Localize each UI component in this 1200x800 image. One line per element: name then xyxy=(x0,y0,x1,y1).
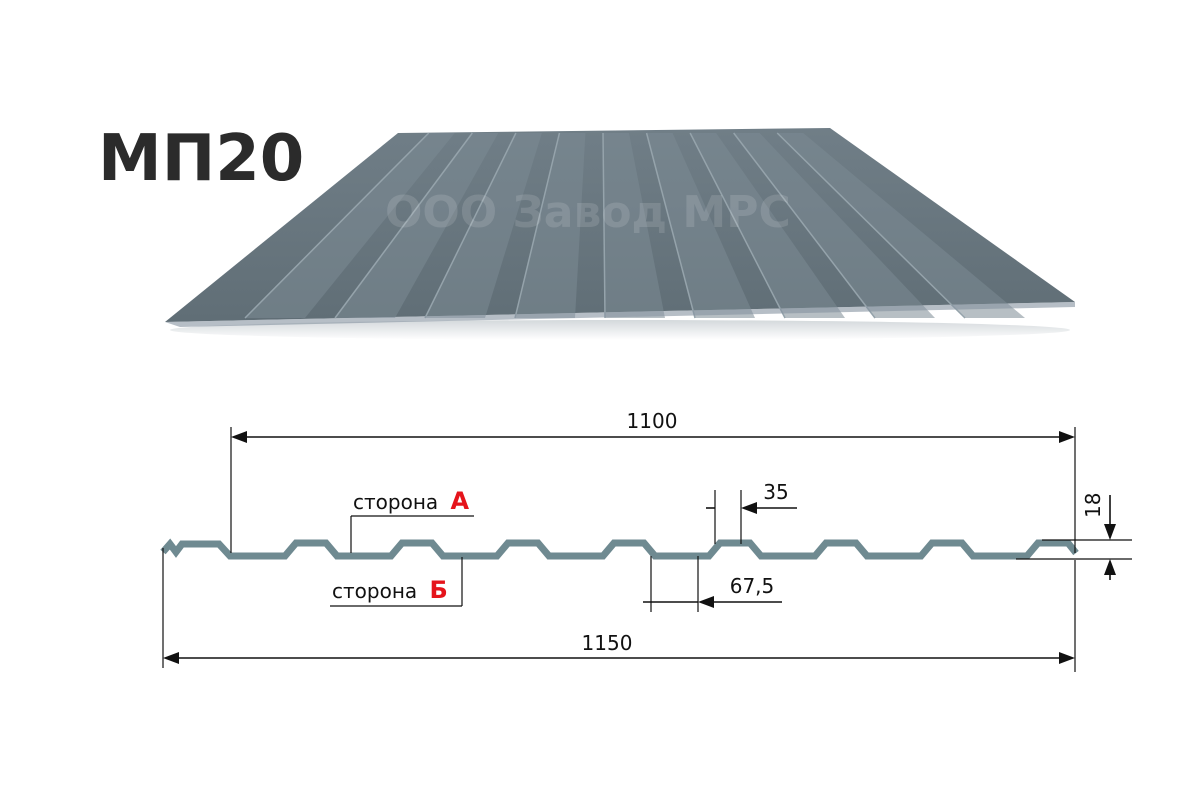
sheet-ribs xyxy=(244,132,1025,319)
sheet-rib xyxy=(690,133,845,318)
sheet-rib-highlight xyxy=(244,132,430,319)
sheet-rib xyxy=(733,133,935,318)
side-a-callout: сторона А xyxy=(350,487,474,553)
sheet-rib-highlight xyxy=(733,132,876,319)
side-b-letter: Б xyxy=(430,576,448,604)
sheet-rib-highlight xyxy=(645,132,696,319)
sheet-illustration: ООО Завод МРС xyxy=(165,128,1075,340)
side-a-word: сторона xyxy=(353,490,438,514)
dimension-35: 35 xyxy=(706,480,797,544)
side-b-label: сторона Б xyxy=(332,576,448,604)
side-b-word: сторона xyxy=(332,579,417,603)
sheet-rib-highlight xyxy=(424,132,517,319)
sheet-rib xyxy=(425,133,542,318)
sheet-rib-highlight xyxy=(514,132,561,319)
dimension-67-5-label: 67,5 xyxy=(730,574,775,598)
dimension-1150: 1150 xyxy=(162,548,1076,672)
side-b-callout: сторона Б xyxy=(330,557,463,607)
watermark: ООО Завод МРС xyxy=(385,187,791,238)
sheet-rib xyxy=(245,133,455,318)
side-a-letter: А xyxy=(451,487,470,515)
product-title: МП20 xyxy=(98,122,304,196)
dimension-35-label: 35 xyxy=(763,480,788,504)
sheet-rib xyxy=(777,133,1025,318)
sheet-rib xyxy=(515,133,586,318)
side-a-label: сторона А xyxy=(353,487,470,515)
sheet-rib-highlight xyxy=(602,132,606,319)
sheet-rib xyxy=(335,133,499,318)
profile-cross-section xyxy=(160,538,1079,560)
cross-section-drawing: 1100 1150 35 67,5 xyxy=(160,409,1132,672)
sheet-rib xyxy=(646,133,755,318)
dimension-18: 18 xyxy=(1016,493,1132,580)
dimension-1100: 1100 xyxy=(230,409,1076,553)
dimension-1150-label: 1150 xyxy=(582,631,633,655)
dimension-1100-label: 1100 xyxy=(627,409,678,433)
sheet-rib xyxy=(603,133,665,318)
sheet-rib-highlight xyxy=(689,132,786,319)
sheet-rib-highlight xyxy=(334,132,473,319)
dimension-67-5: 67,5 xyxy=(643,556,782,612)
dimension-18-label: 18 xyxy=(1081,493,1105,518)
sheet-rib-highlight xyxy=(776,132,966,319)
